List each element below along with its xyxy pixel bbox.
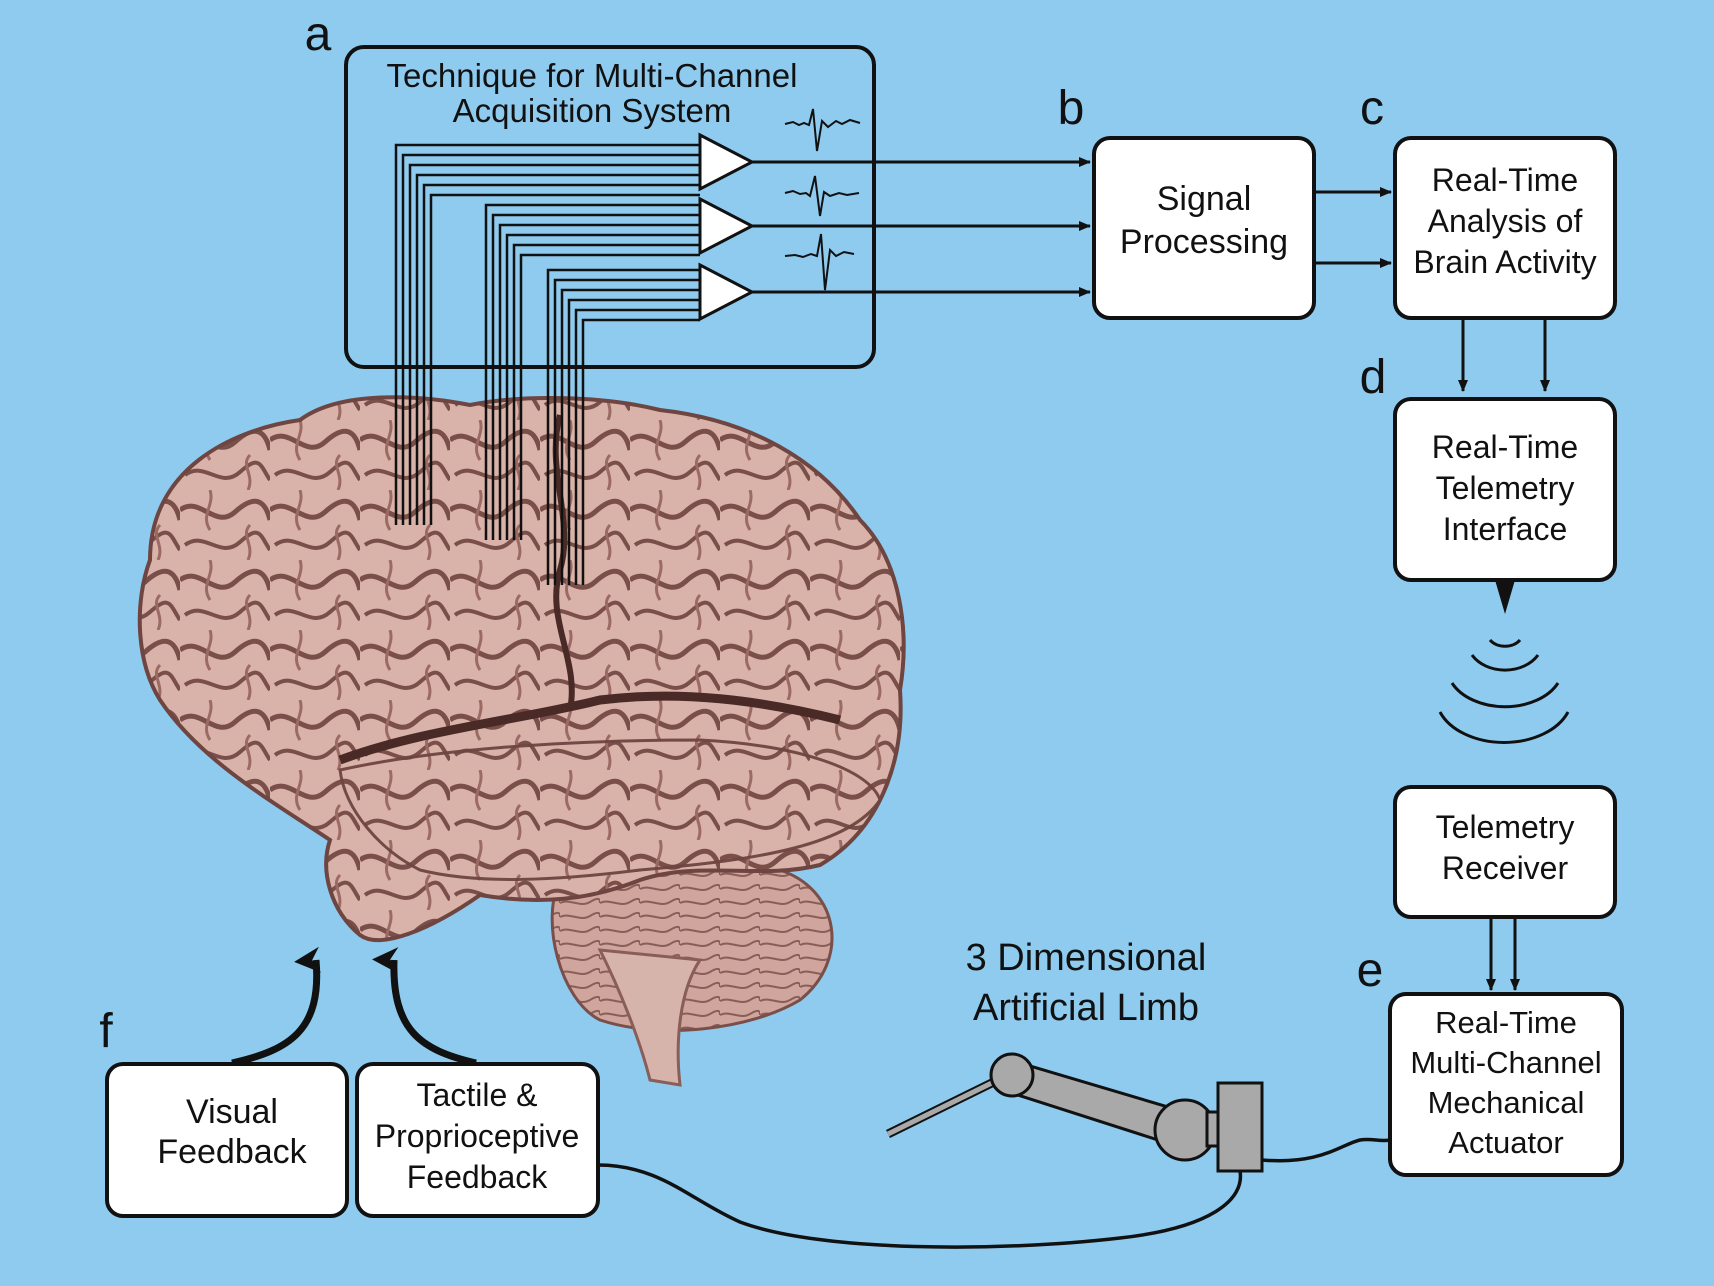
signal-processing-line1: Signal (1157, 180, 1252, 218)
analysis-line1: Real-Time (1432, 162, 1578, 198)
amplifier-output-arrows (752, 157, 1091, 297)
acquisition-title-line1: Technique for Multi-Channel (387, 57, 798, 94)
panel-f: f Visual Feedback Tactile & Propriocepti… (99, 946, 600, 1218)
c-to-d-arrows (1458, 318, 1550, 392)
feedback-cable (597, 1163, 1243, 1249)
panel-letter-f: f (99, 1005, 113, 1058)
wireless-signal-icon (1438, 580, 1570, 744)
temporal-lobe (338, 738, 882, 881)
limb-label-line1: 3 Dimensional (966, 937, 1207, 979)
receiver-to-e-arrows (1486, 917, 1520, 991)
telemetry-interface-line1: Real-Time (1432, 429, 1578, 465)
brain-photo-icon (137, 395, 906, 1087)
panel-letter-c: c (1360, 82, 1384, 135)
panel-letter-e: e (1357, 944, 1384, 997)
panel-d: d Real-Time Telemetry Interface (1360, 351, 1617, 582)
panel-a: a Technique for Multi-Channel Acquisitio… (305, 8, 876, 369)
acquisition-title-line2: Acquisition System (453, 92, 732, 129)
limb-label-line2: Artificial Limb (973, 987, 1199, 1029)
robotic-arm-icon (886, 1052, 1264, 1173)
spike-waveform-icon (784, 175, 860, 217)
amplifier-triangle-icon (698, 196, 756, 256)
central-sulcus (552, 414, 575, 711)
lateral-sulcus (338, 691, 842, 765)
receiver-line1: Telemetry (1436, 809, 1575, 845)
actuator-line3: Mechanical (1428, 1085, 1585, 1120)
tactile-feedback-line1: Tactile & (417, 1077, 538, 1113)
analysis-line3: Brain Activity (1413, 244, 1596, 280)
b-to-c-arrows (1314, 187, 1392, 268)
actuator-cable (1261, 1137, 1391, 1163)
tactile-feedback-line3: Feedback (407, 1159, 549, 1195)
analysis-line2: Analysis of (1428, 203, 1583, 239)
amplifier-triangle-icon (698, 132, 756, 192)
telemetry-interface-line2: Telemetry (1436, 470, 1575, 506)
spike-waveform-icon (784, 233, 855, 291)
panel-e: e Real-Time Multi-Channel Mechanical Act… (1357, 944, 1624, 1177)
panel-letter-a: a (305, 8, 332, 61)
panel-letter-d: d (1360, 351, 1387, 404)
visual-feedback-line2: Feedback (157, 1133, 307, 1171)
visual-feedback-line1: Visual (186, 1093, 278, 1131)
actuator-line2: Multi-Channel (1410, 1045, 1601, 1080)
actuator-line4: Actuator (1448, 1125, 1563, 1160)
brain-stem (597, 948, 703, 1087)
telemetry-interface-line3: Interface (1443, 511, 1568, 547)
panel-b: b Signal Processing (1058, 82, 1316, 320)
tactile-feedback-arrow (372, 947, 477, 1067)
artificial-limb: 3 Dimensional Artificial Limb (597, 937, 1391, 1249)
visual-feedback-arrow (231, 946, 322, 1067)
electrode-leads (394, 143, 700, 585)
amplifier-triangle-icon (698, 262, 756, 322)
actuator-line1: Real-Time (1435, 1005, 1577, 1040)
receiver-line2: Receiver (1442, 850, 1569, 886)
tactile-feedback-line2: Proprioceptive (375, 1118, 580, 1154)
panel-letter-b: b (1058, 82, 1085, 135)
telemetry-receiver-panel: Telemetry Receiver (1393, 785, 1617, 919)
signal-processing-line2: Processing (1120, 223, 1288, 261)
spike-waveform-icon (784, 108, 861, 152)
panel-c: c Real-Time Analysis of Brain Activity (1360, 82, 1617, 320)
